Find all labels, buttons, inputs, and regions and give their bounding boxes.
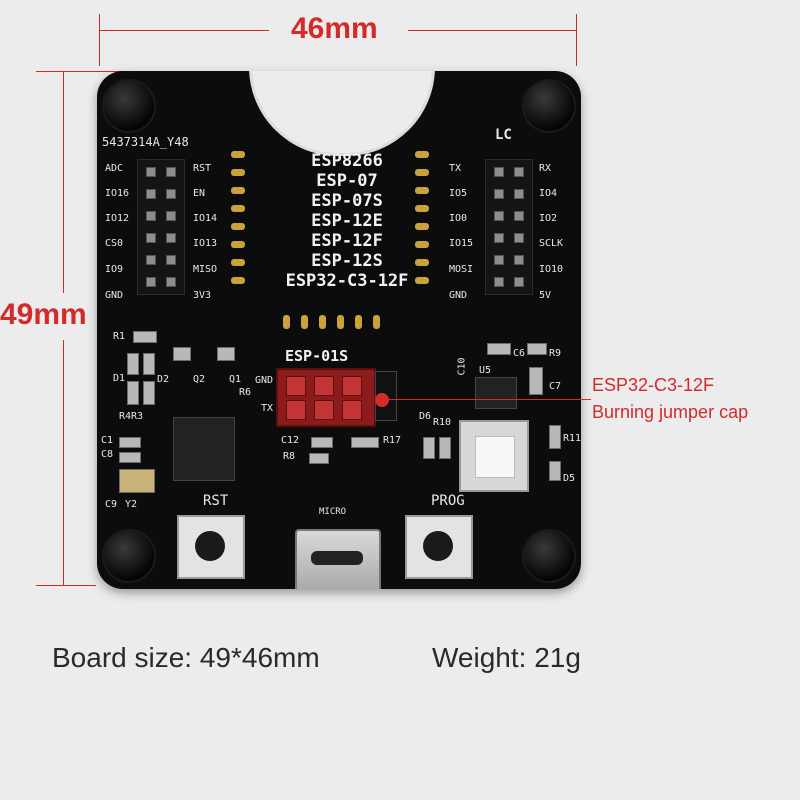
- label-d1: D1: [113, 373, 126, 384]
- usb-opening: [311, 551, 363, 565]
- screw-top-right-icon: [522, 79, 576, 133]
- label-r10: R10: [433, 417, 452, 428]
- esp01-socket[interactable]: [276, 368, 376, 427]
- rst-label: RST: [203, 493, 229, 509]
- module-slot-notch: [249, 71, 435, 156]
- smd-part: [143, 353, 155, 375]
- slide-switch[interactable]: [459, 420, 529, 492]
- prog-label: PROG: [431, 493, 465, 509]
- rst-button-knob[interactable]: [195, 531, 225, 561]
- smd-part: [309, 453, 329, 464]
- label-r9: R9: [549, 348, 562, 359]
- label-c12: C12: [281, 435, 300, 446]
- module-label-stack: ESP8266 ESP-07 ESP-07S ESP-12E ESP-12F E…: [247, 151, 447, 291]
- width-dimension-label: 46mm: [291, 12, 378, 45]
- capacitor-c8: [119, 452, 141, 463]
- width-dimension-line-right: [408, 30, 576, 31]
- label-r4r3: R4R3: [119, 411, 144, 422]
- module-label: ESP-12E: [311, 211, 383, 231]
- micro-usb-port[interactable]: [295, 529, 381, 589]
- pcb-board: 5437314A_Y48 LC ESP8266 ESP-07 ESP-07S E…: [97, 71, 581, 589]
- left-pin-header[interactable]: [137, 159, 185, 295]
- label-c10: C10: [456, 357, 468, 376]
- label-r11: R11: [563, 433, 581, 444]
- corner-label: LC: [495, 127, 512, 143]
- height-dimension-label: 49mm: [0, 298, 87, 331]
- module-label: ESP-07: [316, 171, 378, 191]
- module-label: ESP-07S: [311, 191, 383, 211]
- height-dimension-line-top: [63, 71, 64, 293]
- weight-caption: Weight: 21g: [432, 642, 581, 673]
- label-r17: R17: [383, 435, 402, 446]
- capacitor-c1: [119, 437, 141, 448]
- resistor-r1: [133, 331, 157, 343]
- callout-marker: [375, 393, 389, 407]
- capacitor-c7: [529, 367, 543, 395]
- label-q2: Q2: [193, 374, 206, 385]
- screw-bottom-left-icon: [102, 529, 156, 583]
- label-y2: Y2: [125, 499, 138, 510]
- right-pin-header[interactable]: [485, 159, 533, 295]
- crystal-y2: [119, 469, 155, 493]
- usb-serial-chip: [173, 417, 235, 481]
- smd-part: [423, 437, 435, 459]
- label-c6: C6: [513, 348, 526, 359]
- smd-part: [143, 381, 155, 405]
- label-d5: D5: [563, 473, 576, 484]
- width-dimension-line-left: [99, 30, 269, 31]
- smd-part: [127, 353, 139, 375]
- callout-line2: Burning jumper cap: [592, 402, 749, 422]
- label-u5: U5: [479, 365, 492, 376]
- screw-bottom-right-icon: [522, 529, 576, 583]
- module-label: ESP8266: [311, 151, 383, 171]
- capacitor-c6: [487, 343, 511, 355]
- height-dimension-line-bottom: [63, 340, 64, 585]
- switch-actuator[interactable]: [475, 436, 515, 478]
- board-size-caption: Board size: 49*46mm: [52, 642, 320, 673]
- width-dimension-left-tick: [99, 14, 100, 66]
- smd-part: [439, 437, 451, 459]
- module-label: ESP32-C3-12F: [285, 271, 409, 291]
- prog-button[interactable]: [405, 515, 473, 579]
- height-dimension-bottom-tick: [36, 585, 96, 586]
- transistor-q1: [217, 347, 235, 361]
- smd-part: [351, 437, 379, 448]
- label-c9: C9: [105, 499, 118, 510]
- resistor-r9: [527, 343, 547, 355]
- label-gnd: GND: [255, 375, 274, 386]
- callout-leader-line: [389, 399, 591, 400]
- label-r8: R8: [283, 451, 296, 462]
- height-dimension-top-tick: [36, 71, 156, 72]
- label-tx: TX: [261, 403, 274, 414]
- screw-top-left-icon: [102, 79, 156, 133]
- prog-button-knob[interactable]: [423, 531, 453, 561]
- label-q1: Q1: [229, 374, 242, 385]
- label-c1: C1: [101, 435, 114, 446]
- led-d5: [549, 461, 561, 481]
- label-d6: D6: [419, 411, 432, 422]
- label-c7: C7: [549, 381, 562, 392]
- label-micro: MICRO: [319, 507, 347, 517]
- label-d2: D2: [157, 374, 170, 385]
- callout-line1: ESP32-C3-12F: [592, 375, 715, 395]
- label-r1: R1: [113, 331, 126, 342]
- resistor-r11: [549, 425, 561, 449]
- module-label: ESP-12F: [311, 231, 383, 251]
- smd-part: [127, 381, 139, 405]
- width-dimension-right-tick: [576, 14, 577, 66]
- transistor-q2: [173, 347, 191, 361]
- board-id-label: 5437314A_Y48: [102, 135, 189, 149]
- regulator-u5: [475, 377, 517, 409]
- rst-button[interactable]: [177, 515, 245, 579]
- esp01-label: ESP-01S: [285, 347, 349, 365]
- smd-part: [311, 437, 333, 448]
- label-c8: C8: [101, 449, 114, 460]
- module-label: ESP-12S: [311, 251, 383, 271]
- label-r6: R6: [239, 387, 252, 398]
